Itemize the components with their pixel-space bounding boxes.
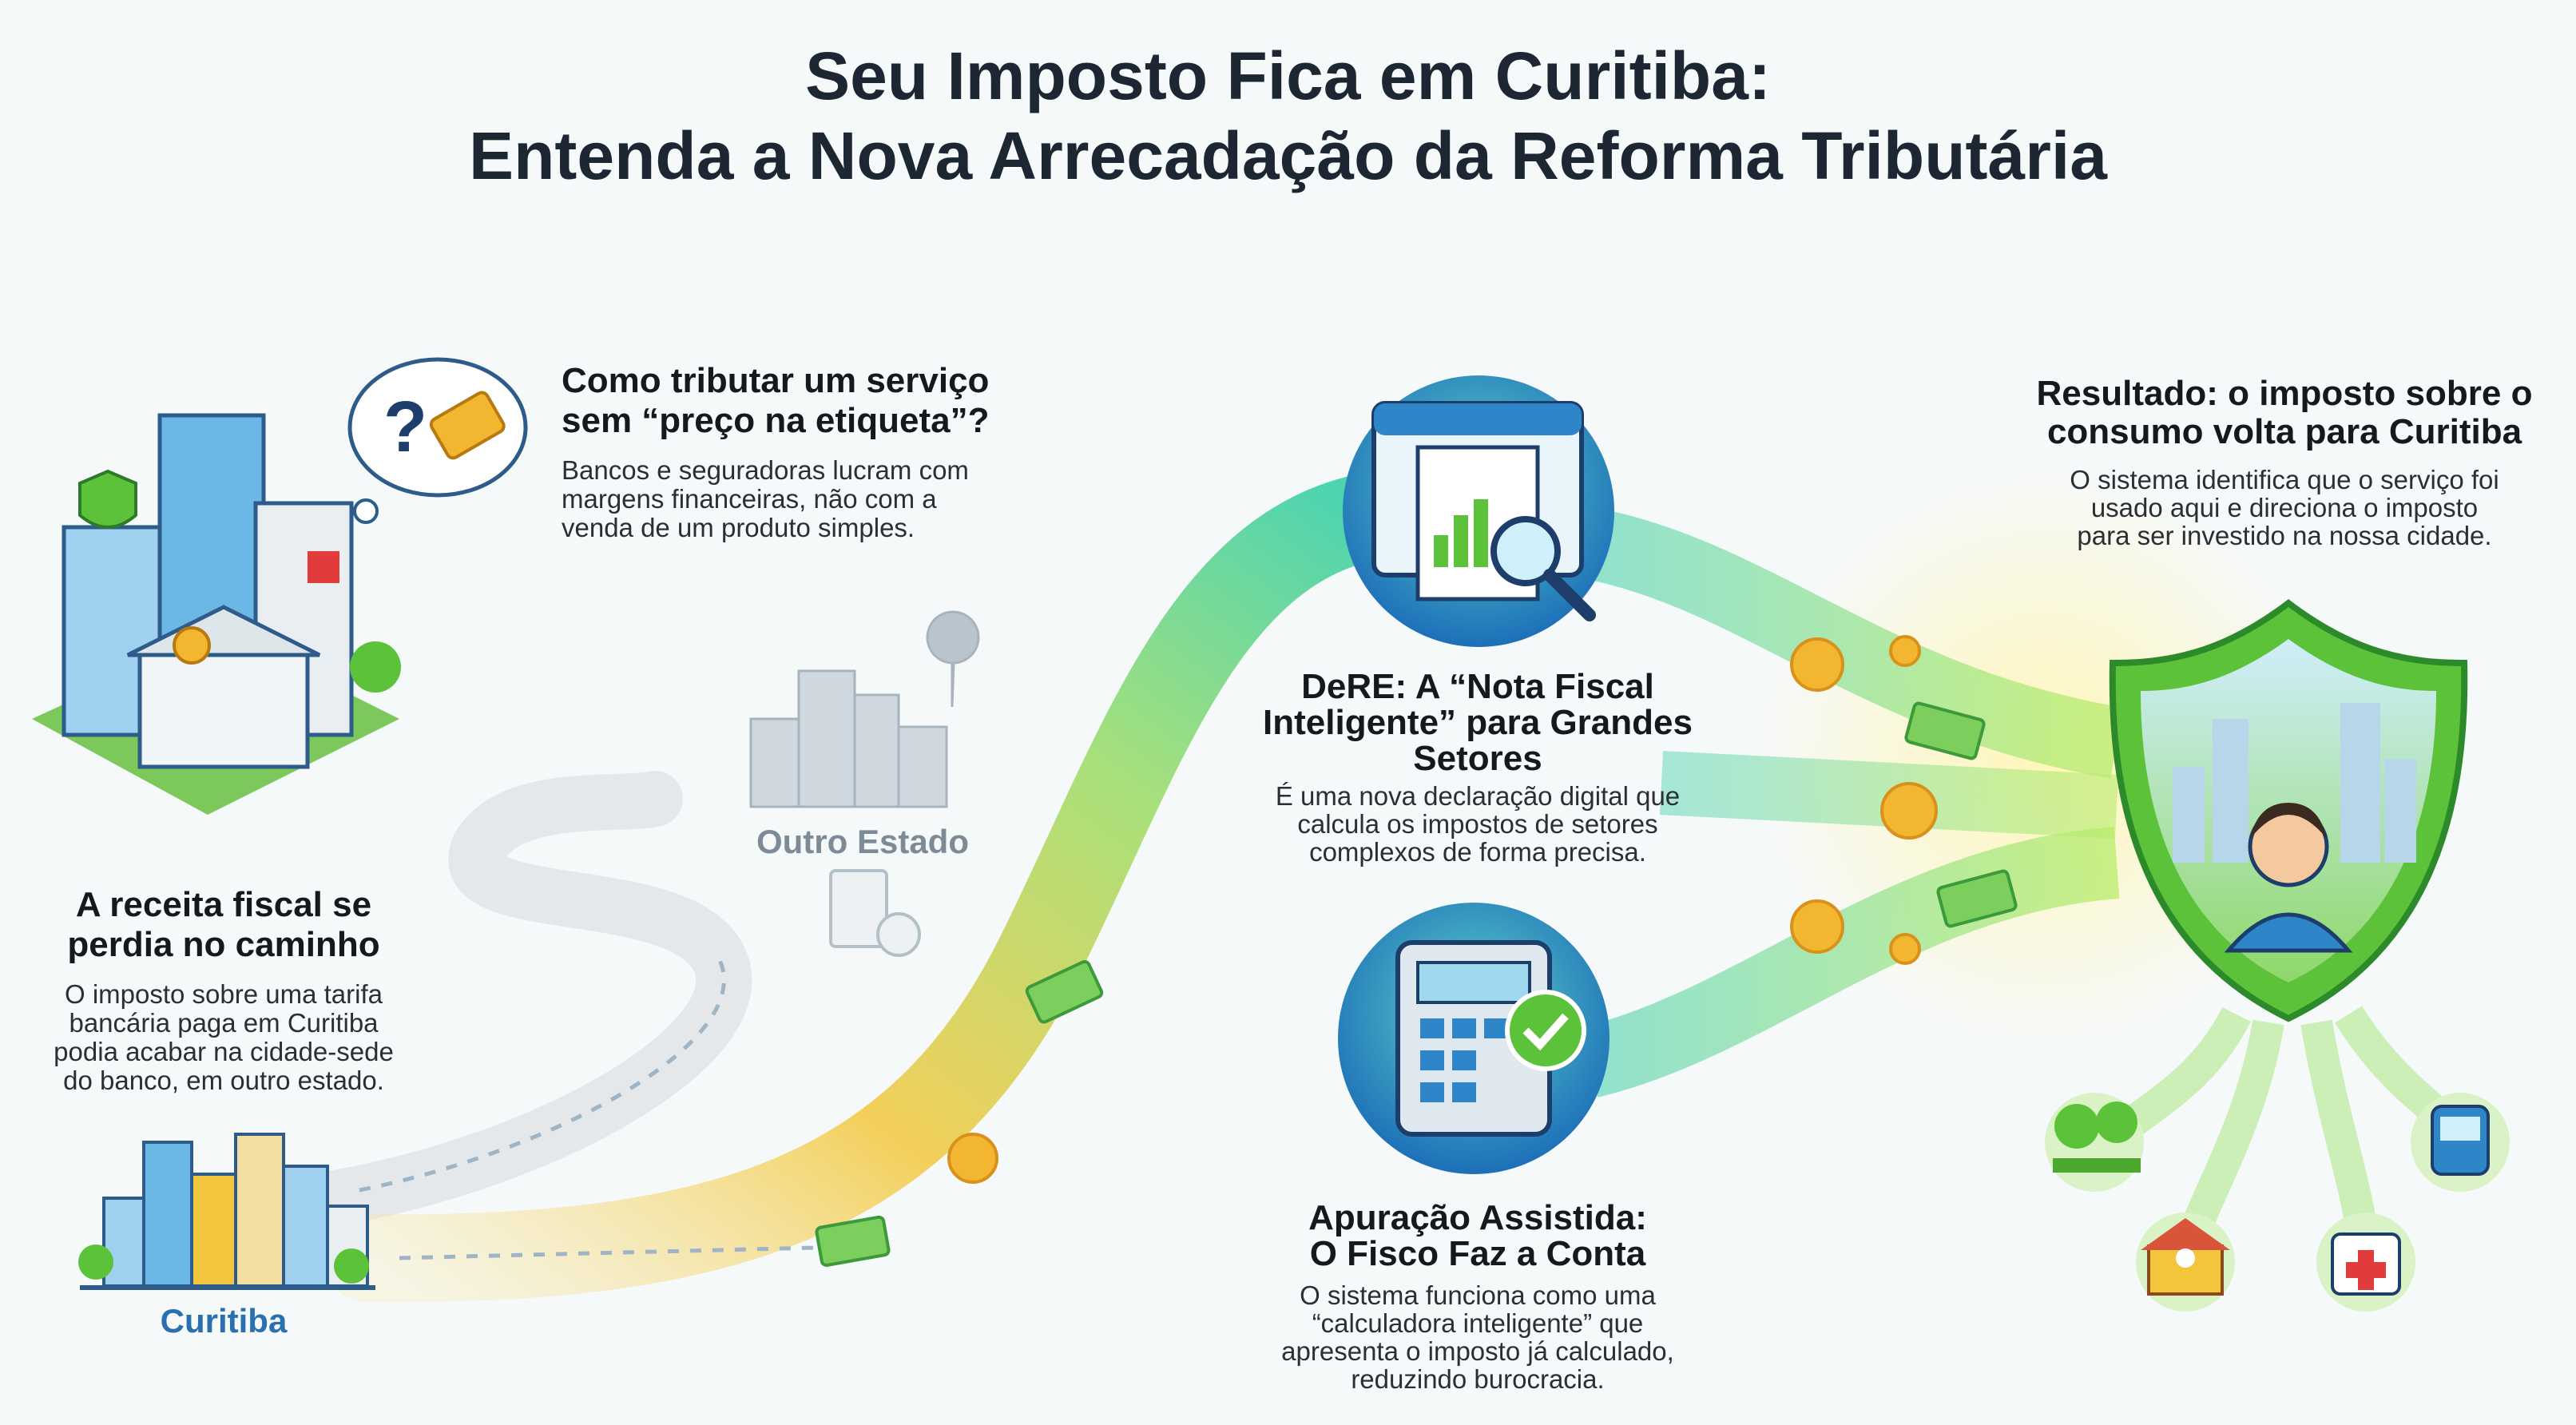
- result-body-line2: usado aqui e direciona o imposto: [2090, 493, 2479, 522]
- dere-body-line2: calcula os impostos de setores: [1297, 809, 1658, 839]
- curitiba-label: Curitiba: [160, 1302, 288, 1340]
- dere-heading-line1: DeRE: A “Nota Fiscal: [1301, 667, 1654, 706]
- other-state-skyline-icon: [749, 610, 980, 808]
- tax-receipt-icon: [829, 869, 921, 957]
- lost-path: [308, 771, 752, 1226]
- financial-buildings-icon: [32, 413, 401, 815]
- problem-body-line1: Bancos e seguradoras lucram com: [562, 455, 969, 485]
- dere-heading-line2: Inteligente” para Grandes: [1263, 703, 1693, 742]
- result-body-line3: para ser investido na nossa cidade.: [2077, 521, 2492, 550]
- assisted-body-line4: reduzindo burocracia.: [1351, 1364, 1605, 1394]
- lost-body-line4: do banco, em outro estado.: [63, 1066, 384, 1095]
- assisted-heading-line1: Apuração Assistida:: [1308, 1198, 1647, 1237]
- coin-icon: [947, 635, 1938, 1184]
- curitiba-skyline-icon: [78, 1133, 375, 1290]
- result-heading-line2: consumo volta para Curitiba: [2046, 412, 2522, 451]
- lost-body-line1: O imposto sobre uma tarifa: [65, 979, 383, 1009]
- other-state-label: Outro Estado: [756, 823, 969, 860]
- lost-heading-line1: A receita fiscal se: [75, 885, 372, 924]
- bus-icon: [2411, 1093, 2510, 1192]
- problem-heading-line2: sem “preço na etiqueta”?: [562, 401, 990, 440]
- result-heading-line1: Resultado: o imposto sobre o: [2036, 374, 2533, 413]
- problem-body-line2: margens financeiras, não com a: [562, 484, 937, 514]
- calculator-check-icon: [1338, 903, 1610, 1174]
- dere-body-line1: É uma nova declaração digital que: [1275, 781, 1681, 811]
- thought-bubble-icon: ?: [347, 357, 528, 524]
- lost-heading-line2: perdia no caminho: [67, 925, 380, 964]
- park-trees-icon: [2045, 1093, 2144, 1192]
- dere-document-analysis-icon: [1343, 375, 1614, 647]
- lost-body-line2: bancária paga em Curitiba: [69, 1008, 379, 1038]
- school-icon: [2136, 1213, 2235, 1312]
- result-body-line1: O sistema identifica que o serviço foi: [2070, 465, 2499, 494]
- dere-body-line3: complexos de forma precisa.: [1309, 837, 1646, 867]
- shield-city-citizen-icon: [2109, 598, 2468, 1022]
- money-bill-icon: [815, 701, 2018, 1267]
- problem-body-line3: venda de um produto simples.: [562, 513, 915, 542]
- assisted-heading-line2: O Fisco Faz a Conta: [1309, 1234, 1646, 1273]
- assisted-body-line2: “calculadora inteligente” que: [1312, 1308, 1644, 1338]
- page-title-line1: Seu Imposto Fica em Curitiba:: [805, 38, 1771, 113]
- dere-heading-line3: Setores: [1413, 739, 1542, 778]
- svg-text:?: ?: [383, 387, 427, 467]
- problem-heading-line1: Como tributar um serviço: [562, 361, 990, 400]
- assisted-body-line1: O sistema funciona como uma: [1300, 1280, 1656, 1310]
- hospital-kit-icon: [2316, 1213, 2415, 1312]
- lost-body-line3: podia acabar na cidade-sede: [54, 1037, 394, 1066]
- page-title-line2: Entenda a Nova Arrecadação da Reforma Tr…: [469, 118, 2107, 193]
- assisted-body-line3: apresenta o imposto já calculado,: [1281, 1336, 1674, 1366]
- main-flow-path: [323, 475, 1402, 1303]
